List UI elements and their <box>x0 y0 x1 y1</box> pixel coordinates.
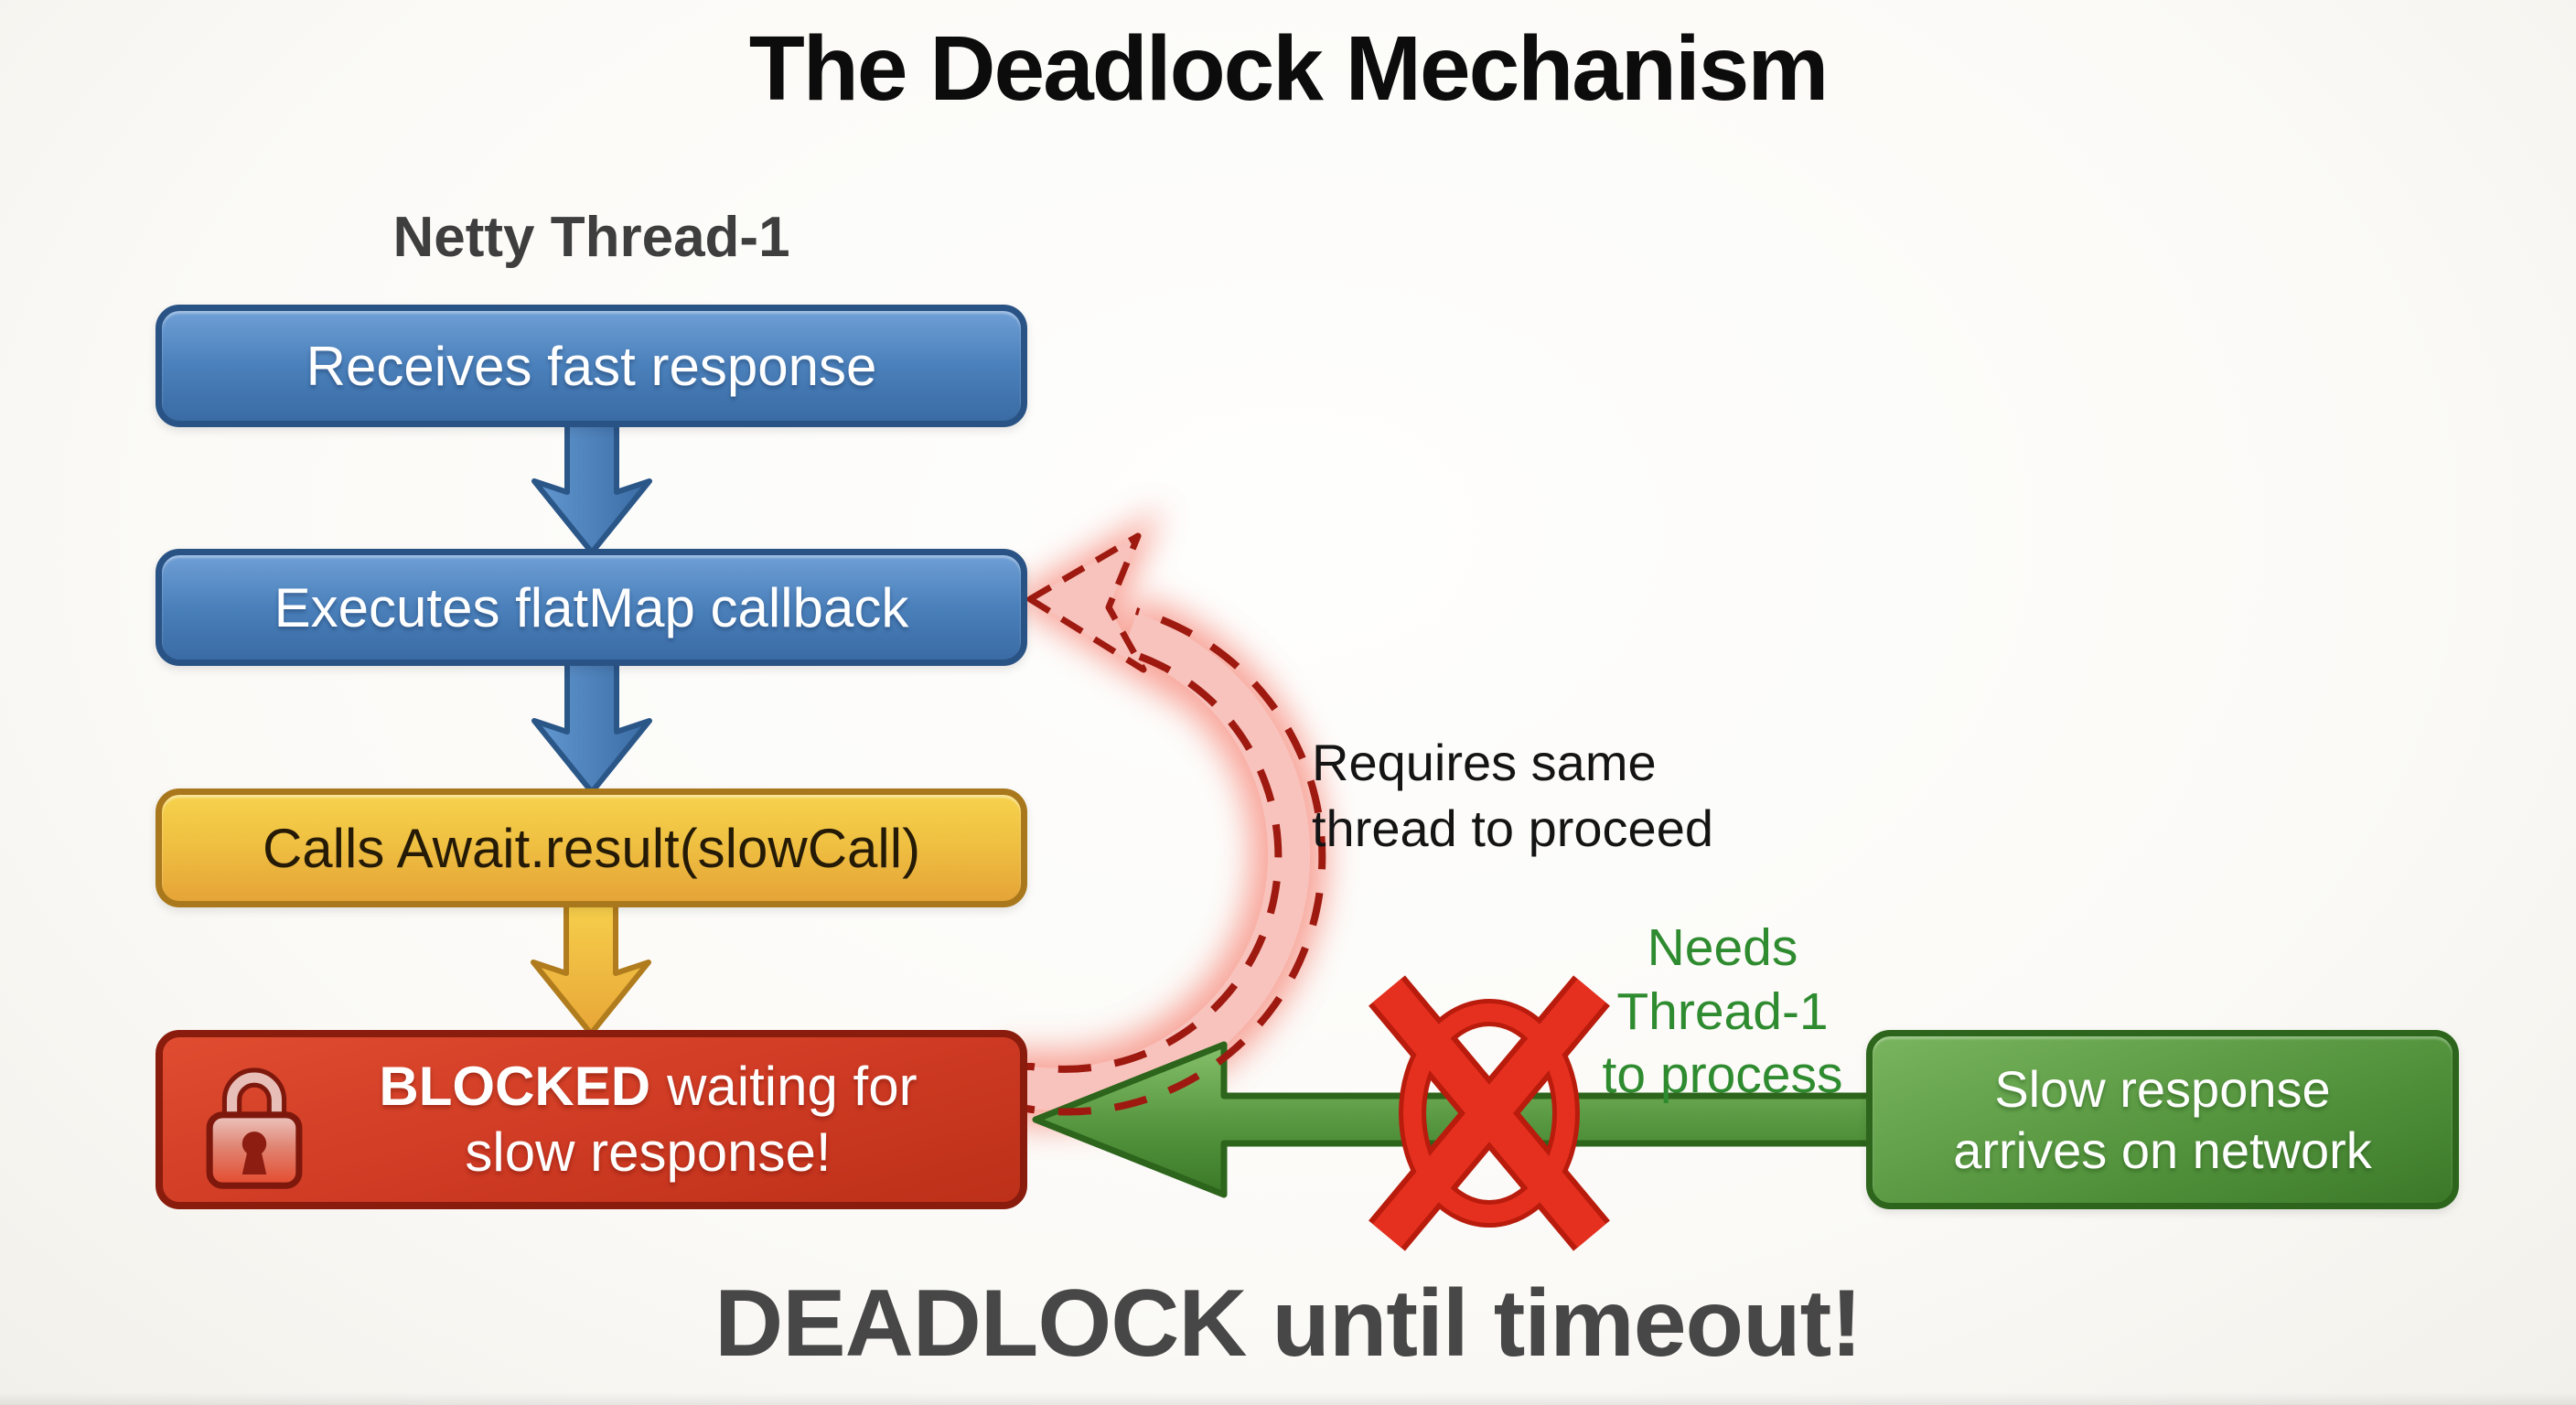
requires-label-line1: Requires same <box>1312 734 1657 791</box>
crossed-circle-icon <box>1368 975 1610 1251</box>
node-receives-fast-response: Receives fast response <box>156 305 1027 427</box>
node-label: Calls Await.result(slowCall) <box>262 817 921 879</box>
loop-arrow-dashes <box>1002 607 1326 1116</box>
flow-arrow-3-down-icon <box>531 901 651 1036</box>
node-label: Receives fast response <box>306 335 877 397</box>
node-label-line2: arrives on network <box>1953 1121 2372 1179</box>
node-label-stack: BLOCKED waiting for slow response! <box>309 1054 987 1185</box>
footer-text: DEADLOCK until timeout! <box>714 1271 1862 1377</box>
blocked-rest: waiting for <box>667 1056 918 1117</box>
blocked-emphasis: BLOCKED <box>379 1056 651 1117</box>
loop-arrow-band <box>1002 613 1311 1110</box>
node-label-line2: slow response! <box>465 1121 832 1183</box>
loop-arrow-dash-outer <box>1002 607 1326 1116</box>
page-title: The Deadlock Mechanism <box>748 17 1830 120</box>
node-blocked-waiting: BLOCKED waiting for slow response! <box>156 1030 1027 1209</box>
node-executes-flatmap-callback: Executes flatMap callback <box>156 549 1027 666</box>
lock-icon <box>206 1067 303 1189</box>
loop-arrowhead-icon <box>1026 532 1147 673</box>
node-slow-response-network: Slow response arrives on network <box>1866 1030 2459 1209</box>
node-label-line1: Slow response <box>1994 1059 2331 1118</box>
requires-same-thread-label: Requires same thread to proceed <box>1312 730 1713 861</box>
needs-label-line1: Needs <box>1647 918 1798 977</box>
node-label-stack: Slow response arrives on network <box>1953 1058 2372 1181</box>
needs-label-line3: to process <box>1602 1046 1843 1105</box>
loop-arrow-dash-inner <box>1002 648 1283 1073</box>
thread-label: Netty Thread-1 <box>392 206 790 269</box>
node-label-line1: BLOCKED waiting for <box>309 1054 987 1120</box>
needs-label-line2: Thread-1 <box>1616 981 1829 1041</box>
flow-arrow-2-down-icon <box>531 660 652 795</box>
flow-arrow-1-down-icon <box>531 420 652 555</box>
node-calls-await-result: Calls Await.result(slowCall) <box>156 788 1027 907</box>
needs-thread1-label: Needs Thread-1 to process <box>1555 917 1890 1108</box>
requires-label-line2: thread to proceed <box>1312 799 1713 857</box>
node-label: Executes flatMap callback <box>274 576 909 638</box>
